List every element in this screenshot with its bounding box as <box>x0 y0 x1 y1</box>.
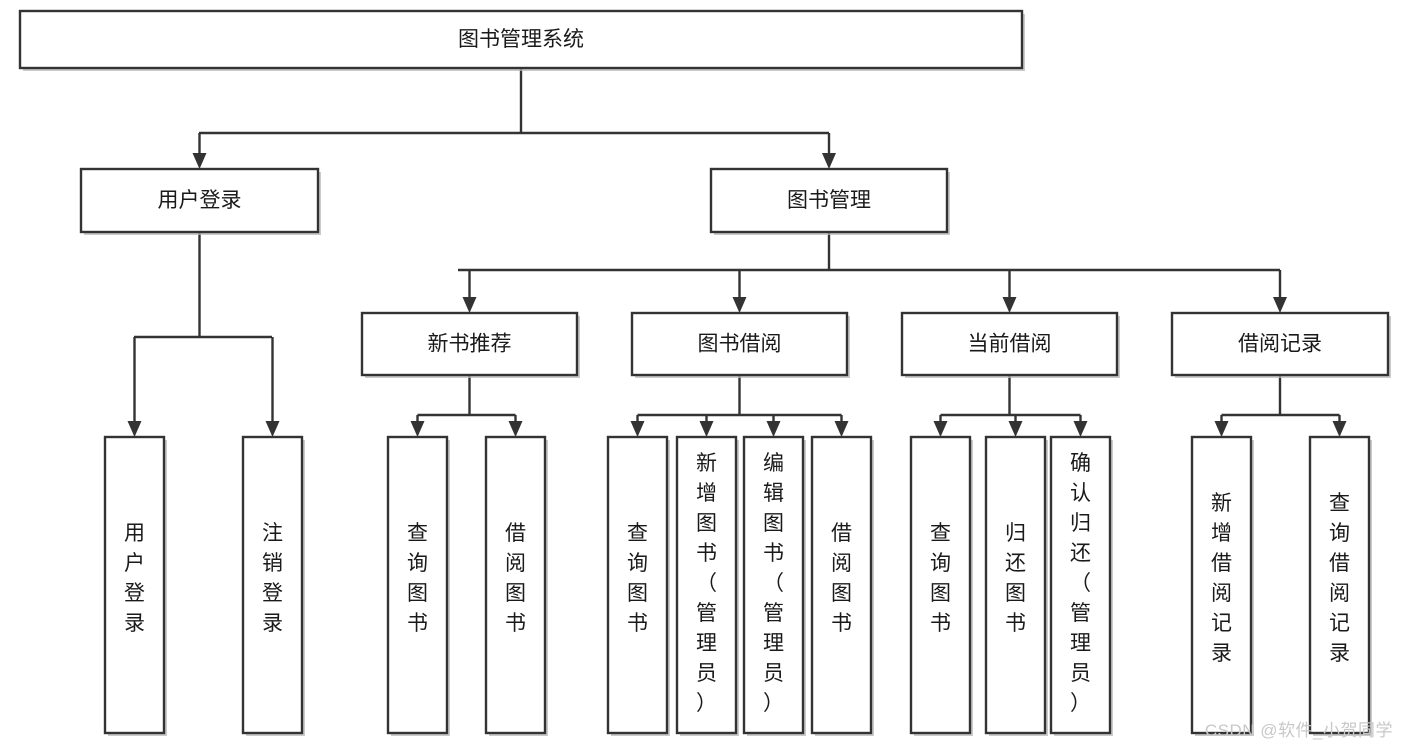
watermark-text: CSDN @软件_小贺同学 <box>1204 721 1393 740</box>
node-label: 当前借阅 <box>968 333 1052 356</box>
node-label: 新增借阅记录 <box>1211 492 1232 665</box>
node-box[interactable] <box>709 167 949 234</box>
arrow-head-icon <box>1273 297 1287 313</box>
node-label: 注销登录 <box>262 522 283 635</box>
node-layer: 图书管理系统用户登录图书管理新书推荐图书借阅当前借阅借阅记录用户登录注销登录查询… <box>18 9 1391 736</box>
arrow-head-icon <box>630 421 645 437</box>
arrow-head-icon <box>1073 421 1088 437</box>
arrow-head-icon <box>933 421 948 437</box>
node-label: 图书管理 <box>787 189 871 212</box>
node-leaf-0[interactable]: 用户登录 <box>103 435 167 736</box>
arrow-head-icon <box>732 297 747 313</box>
node-label: 借阅记录 <box>1238 333 1322 356</box>
node-leaf-5[interactable]: 新增图书（管理员） <box>675 435 739 736</box>
node-box[interactable] <box>1170 311 1390 377</box>
node-box[interactable] <box>984 435 1047 735</box>
node-leaf-12[interactable]: 查询借阅记录 <box>1308 435 1372 736</box>
node-leaf-10[interactable]: 确认归还（管理员） <box>1049 435 1113 736</box>
node-box[interactable] <box>79 167 320 234</box>
node-box[interactable] <box>742 435 805 735</box>
node-level3-2[interactable]: 当前借阅 <box>900 311 1120 378</box>
arrow-head-icon <box>834 421 849 437</box>
node-box[interactable] <box>386 435 449 735</box>
arrow-head-icon <box>1008 421 1023 437</box>
node-level3-3[interactable]: 借阅记录 <box>1170 311 1391 378</box>
node-leaf-9[interactable]: 归还图书 <box>984 435 1048 736</box>
node-leaf-3[interactable]: 借阅图书 <box>484 435 548 736</box>
node-level3-1[interactable]: 图书借阅 <box>630 311 850 378</box>
node-label: 查询借阅记录 <box>1329 492 1350 665</box>
node-box[interactable] <box>606 435 669 735</box>
node-label: 图书管理系统 <box>458 28 584 51</box>
node-label: 借阅图书 <box>505 522 526 635</box>
node-box[interactable] <box>241 435 304 735</box>
node-label: 查询图书 <box>407 522 428 635</box>
arrow-head-icon <box>699 421 714 437</box>
node-box[interactable] <box>1308 435 1371 735</box>
node-level3-0[interactable]: 新书推荐 <box>360 311 580 378</box>
node-leaf-11[interactable]: 新增借阅记录 <box>1190 435 1254 736</box>
arrow-head-icon <box>822 153 836 169</box>
node-box[interactable] <box>1190 435 1253 735</box>
node-label: 用户登录 <box>124 522 145 635</box>
node-leaf-7[interactable]: 借阅图书 <box>810 435 874 736</box>
node-label: 图书借阅 <box>698 333 782 356</box>
node-label: 查询图书 <box>930 522 951 635</box>
node-box[interactable] <box>810 435 873 735</box>
node-box[interactable] <box>18 9 1024 70</box>
node-box[interactable] <box>360 311 579 377</box>
node-leaf-8[interactable]: 查询图书 <box>909 435 973 736</box>
node-leaf-6[interactable]: 编辑图书（管理员） <box>742 435 806 736</box>
node-box[interactable] <box>630 311 849 377</box>
node-leaf-2[interactable]: 查询图书 <box>386 435 450 736</box>
node-leaf-4[interactable]: 查询图书 <box>606 435 670 736</box>
node-leaf-1[interactable]: 注销登录 <box>241 435 305 736</box>
node-box[interactable] <box>900 311 1119 377</box>
node-label: 归还图书 <box>1005 522 1026 635</box>
arrow-head-icon <box>265 421 280 437</box>
node-level2-0[interactable]: 用户登录 <box>79 167 321 235</box>
node-box[interactable] <box>675 435 738 735</box>
node-level2-1[interactable]: 图书管理 <box>709 167 950 235</box>
arrow-head-icon <box>508 421 523 437</box>
node-box[interactable] <box>909 435 972 735</box>
node-label: 确认归还（管理员） <box>1070 452 1091 715</box>
arrow-head-icon <box>1214 421 1229 437</box>
arrow-head-icon <box>1002 297 1017 313</box>
node-label: 新增图书（管理员） <box>696 452 717 715</box>
node-root-0[interactable]: 图书管理系统 <box>18 9 1025 71</box>
node-label: 新书推荐 <box>428 333 512 356</box>
connector-layer <box>127 68 1347 437</box>
arrow-head-icon <box>462 297 477 313</box>
node-box[interactable] <box>1049 435 1112 735</box>
arrow-head-icon <box>127 421 142 437</box>
node-label: 编辑图书（管理员） <box>763 452 784 715</box>
node-label: 用户登录 <box>158 189 242 212</box>
arrow-head-icon <box>766 421 781 437</box>
arrow-head-icon <box>410 421 425 437</box>
node-box[interactable] <box>103 435 166 735</box>
node-label: 借阅图书 <box>831 522 852 635</box>
node-box[interactable] <box>484 435 547 735</box>
arrow-head-icon <box>1332 421 1347 437</box>
node-label: 查询图书 <box>627 522 648 635</box>
arrow-head-icon <box>192 153 207 169</box>
